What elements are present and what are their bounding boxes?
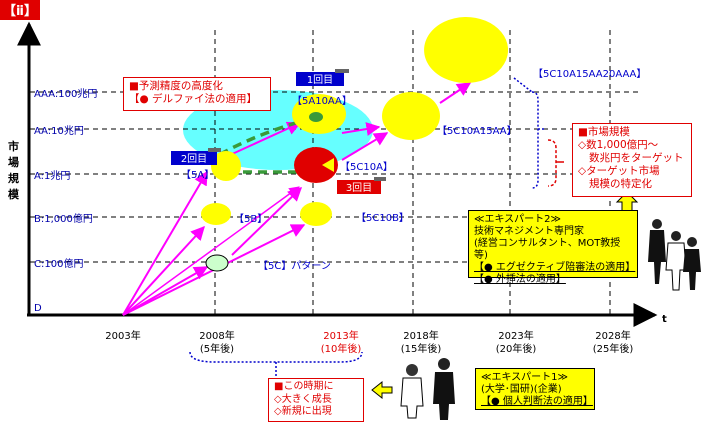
expert2-box: ≪エキスパート2≫ 技術マネジメント専門家 (経営コンサルタント、MOT教授等)…: [468, 210, 638, 285]
x-year-2018: 2018年: [403, 329, 438, 342]
expert2-title: ≪エキスパート2≫: [474, 214, 561, 225]
period-item1: ◇大きく成長: [274, 393, 332, 405]
period-item2: ◇新規に出現: [274, 406, 332, 417]
y-axis-title-2: 場: [8, 155, 19, 169]
red-brace: [547, 139, 557, 187]
x-year-2028: 2028年: [595, 329, 630, 342]
label-5a: 【5A】: [181, 169, 214, 181]
round-3-shadow: [374, 177, 386, 181]
round-3-bg: [337, 180, 381, 194]
forecast-title: ■予測精度の高度化: [129, 80, 223, 92]
label-5a10aa: 【5A10AA】: [292, 95, 352, 107]
bubble-5c10a-arrowhead: [322, 158, 334, 172]
expert1-method: 【● 個人判断法の適用】: [481, 396, 593, 407]
x-after-2028: (25年後): [593, 342, 634, 355]
expert2-method1: 【● エグゼクティブ陪審法の適用】: [474, 262, 636, 273]
x-year-2003: 2003年: [105, 329, 140, 342]
expert2-figures: [648, 219, 701, 291]
y-level-labels: AAA:100兆円 AA:10兆円 A:1兆円 B:1,000億円 C:100億…: [34, 88, 97, 314]
bubble-5a: [211, 151, 241, 181]
period-box: ■この時期に ◇大きく成長 ◇新規に出現: [268, 378, 364, 422]
bubble-5a10aa-core: [309, 112, 323, 122]
round-1-label: 1回目: [307, 74, 333, 86]
x-after-2013: (10年後): [321, 342, 362, 355]
y-level-aa: AA:10兆円: [34, 125, 84, 137]
bubble-5b: [201, 203, 231, 225]
round-2-shadow: [208, 148, 221, 152]
market-item1b: 数兆円をターゲット: [589, 152, 684, 164]
round-3-label: 3回目: [346, 182, 372, 194]
round-2-bg: [171, 151, 217, 165]
round-1-shadow: [335, 69, 349, 73]
left-arrow-period: [371, 380, 393, 400]
y-axis-title-4: 模: [8, 187, 20, 201]
forecast-method: 【● デルファイ法の適用】: [129, 93, 257, 105]
x-year-2023: 2023年: [498, 329, 533, 342]
label-5c: 【5C】パターン: [258, 260, 331, 272]
label-5c10a: 【5C10A】: [340, 161, 393, 173]
x-after-2018: (15年後): [401, 342, 442, 355]
label-5c10a15aa20aaa: 【5C10A15AA20AAA】: [533, 68, 646, 80]
expert2-line2: (経営コンサルタント、MOT教授等): [474, 238, 621, 261]
expert1-line1: (大学･国研)(企業): [481, 384, 562, 395]
period-title: ■この時期に: [274, 381, 334, 392]
y-axis-title-1: 市: [8, 139, 19, 153]
blue-link: [513, 77, 533, 93]
y-level-a: A:1兆円: [34, 170, 70, 182]
corner-label: 【ⅱ】: [3, 3, 37, 19]
market-box: ■市場規模 ◇数1,000億円～ 数兆円をターゲット ◇ターゲット市場 規模の特…: [572, 123, 692, 197]
bubble-5c: [205, 254, 229, 272]
expert2-line1: 技術マネジメント専門家: [474, 226, 584, 237]
bubble-5c10a15aa: [382, 92, 440, 140]
bubble-5c10a15aa20aaa: [424, 16, 508, 84]
x-year-2008: 2008年: [199, 329, 234, 342]
y-level-b: B:1,000億円: [34, 212, 93, 225]
expert1-figures: [400, 358, 455, 420]
y-level-aaa: AAA:100兆円: [34, 88, 97, 100]
round-1-bg: [296, 72, 344, 86]
x-after-2008: (5年後): [200, 342, 234, 355]
corner-label-bg: [0, 0, 40, 20]
round-2-label: 2回目: [181, 153, 207, 165]
x-after-2023: (20年後): [496, 342, 537, 355]
bubble-labels: 【5A】 【5B】 【5C】パターン 【5A10AA】 【5C10A】 【5C1…: [181, 68, 646, 272]
y-level-d: D: [34, 303, 42, 314]
market-item2: ◇ターゲット市場: [578, 165, 660, 177]
y-level-c: C:100億円: [34, 257, 83, 270]
label-5c10a15aa: 【5C10A15AA】: [437, 125, 517, 137]
expert2-method2: 【● 外挿法の適用】: [474, 274, 566, 285]
bubble-5c10a: [294, 147, 338, 183]
x-year-labels: 2003年 2008年 (5年後) 2013年 (10年後) 2018年 (15…: [105, 329, 633, 355]
label-5c10b: 【5C10B】: [356, 212, 409, 224]
expert1-title: ≪エキスパート1≫: [481, 372, 568, 383]
market-title: ■市場規模: [578, 126, 630, 138]
expert1-box: ≪エキスパート1≫ (大学･国研)(企業) 【● 個人判断法の適用】: [475, 368, 595, 410]
market-item1: ◇数1,000億円～: [578, 139, 659, 151]
x-year-2013: 2013年: [323, 329, 358, 342]
y-axis-title-3: 規: [8, 171, 19, 185]
label-5b: 【5B】: [234, 213, 267, 225]
x-axis-title: t: [662, 314, 667, 325]
forecast-box: ■予測精度の高度化 【● デルファイ法の適用】: [123, 77, 271, 111]
market-item2b: 規模の特定化: [589, 178, 652, 190]
bubble-5c10b: [300, 202, 332, 226]
